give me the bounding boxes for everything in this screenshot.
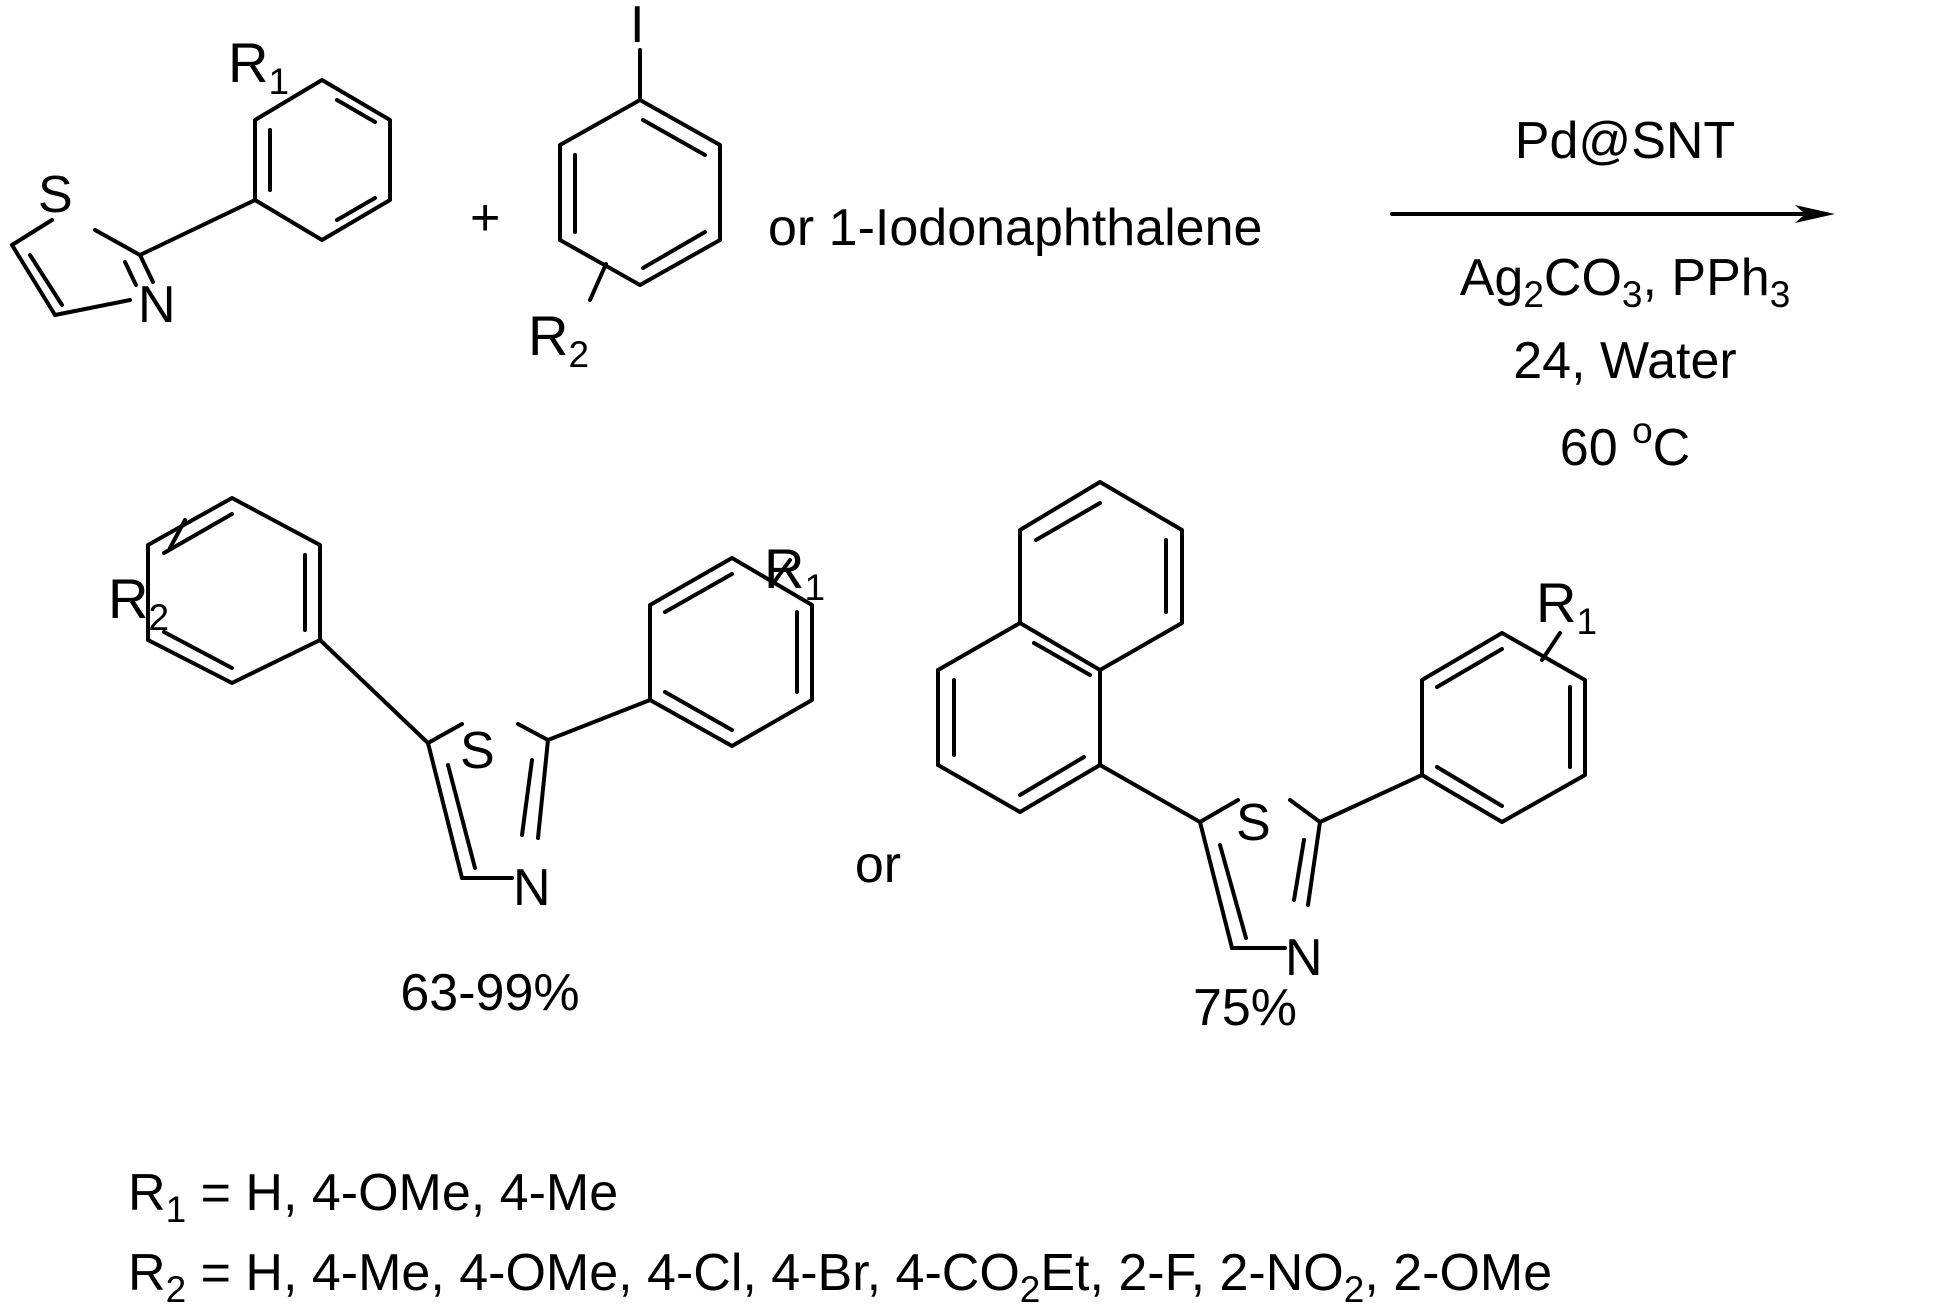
product-1-r2-label: R2: [108, 567, 169, 638]
product-2-sulfur-label: S: [1236, 794, 1271, 852]
arrow-head-icon: [1795, 205, 1835, 223]
reactant-2-r2-label: R2: [528, 304, 589, 375]
product-2-r1-label: R1: [1536, 571, 1597, 642]
product-1-bonds: [146, 496, 814, 880]
reactant-2-iodine-label: I: [630, 0, 644, 54]
reactant-2-bonds: [558, 48, 722, 302]
substituent-definitions: R1 = H, 4-OMe, 4-Me R2 = H, 4-Me, 4-OMe,…: [128, 1164, 1552, 1309]
product-2-yield: 75%: [1193, 979, 1297, 1037]
reaction-arrow: [1390, 205, 1835, 223]
reactant-1-aryl-thiazole: S N R1: [10, 31, 392, 334]
product-2-naphthyl-thiazole: S N R1 75%: [936, 480, 1597, 1037]
product-1-diaryl-thiazole: S N R2 R1 63-99%: [108, 496, 825, 1022]
product-1-nitrogen-label: N: [513, 859, 551, 917]
catalyst-label: Pd@SNT: [1515, 112, 1735, 170]
or-separator: or: [855, 836, 901, 894]
reactant-1-nitrogen-label: N: [138, 276, 176, 334]
reaction-conditions: Pd@SNT Ag2CO3, PPh3 24, Water 60 oC: [1460, 112, 1791, 477]
r2-definition: R2 = H, 4-Me, 4-OMe, 4-Cl, 4-Br, 4-CO2Et…: [128, 1244, 1552, 1309]
temperature-label: 60 oC: [1560, 410, 1690, 477]
product-1-sulfur-label: S: [460, 722, 495, 780]
product-1-r1-label: R1: [764, 537, 825, 608]
reactant-1-sulfur-label: S: [38, 166, 73, 224]
product-2-bonds: [936, 480, 1587, 950]
reactant-2-alternative-text: or 1-Iodonaphthalene: [768, 199, 1262, 257]
reagents-label: Ag2CO3, PPh3: [1460, 249, 1791, 315]
r1-definition: R1 = H, 4-OMe, 4-Me: [128, 1164, 618, 1230]
product-2-nitrogen-label: N: [1285, 929, 1323, 987]
reactant-2-aryl-iodide: I R2 or 1-Iodonaphthalene: [528, 0, 1262, 375]
time-solvent-label: 24, Water: [1513, 332, 1737, 390]
plus-sign: +: [470, 189, 500, 247]
reactant-1-bonds: [10, 78, 392, 317]
reactant-1-r1-label: R1: [228, 31, 289, 102]
product-1-yield: 63-99%: [400, 964, 579, 1022]
